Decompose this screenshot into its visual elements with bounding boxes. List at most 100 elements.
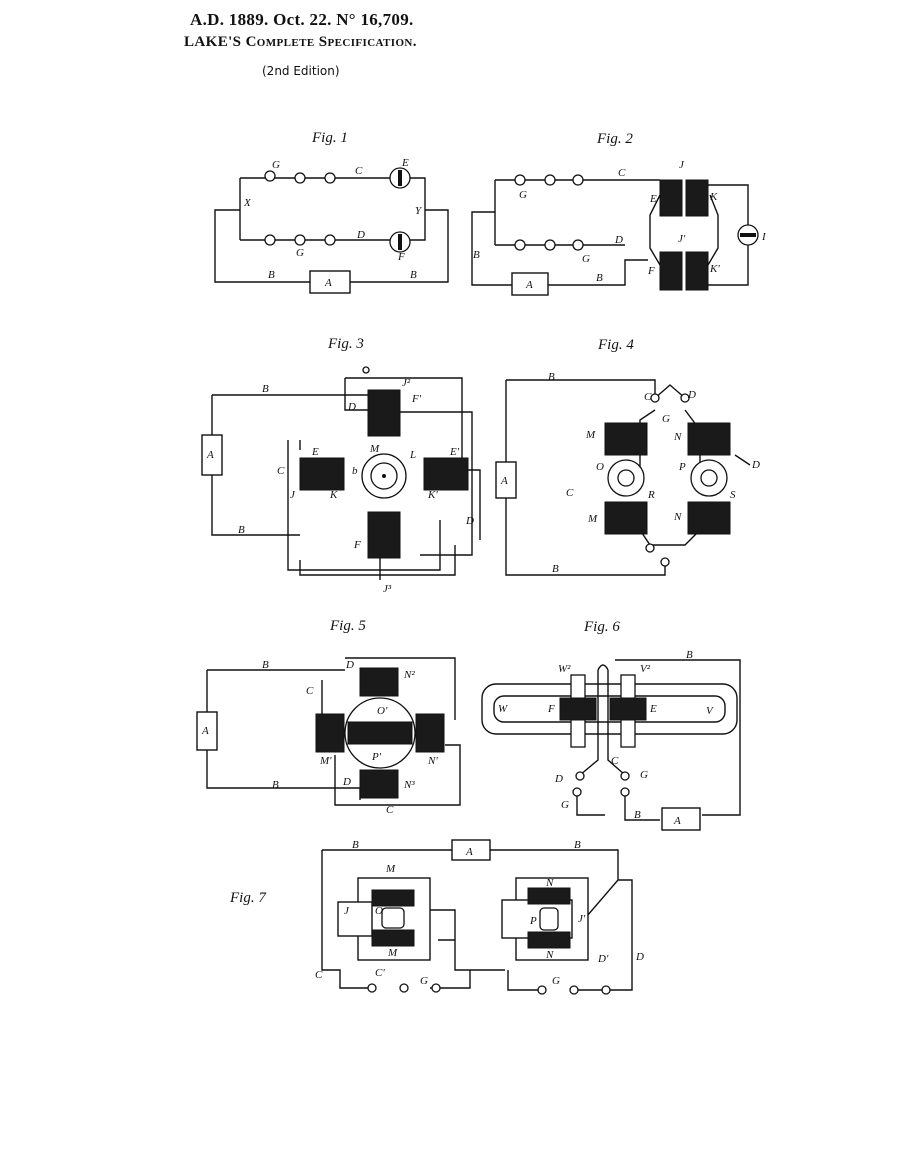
fig6-terminal — [620, 771, 630, 781]
fig4-label-M-bottom: M — [587, 513, 598, 525]
fig3-generator-A — [201, 434, 223, 476]
fig2-lamp — [544, 174, 556, 186]
fig6-label-F: F — [547, 703, 555, 715]
fig4-coil-N-bottom — [687, 501, 731, 535]
fig6-label-A: A — [673, 815, 681, 827]
fig2-label-E: E — [649, 193, 657, 205]
fig5-coil-N3 — [359, 769, 399, 799]
fig5-label-O1: O' — [377, 705, 388, 717]
fig6-label-W2: W² — [558, 663, 571, 675]
fig1-label-X: X — [243, 197, 252, 209]
fig2-label-G: G — [519, 189, 527, 201]
figure-6: Fig. 6 W² V² B W F E V C D G G B A — [481, 619, 741, 831]
fig1-arc-lamp-carbon — [398, 234, 402, 250]
fig2-label-K1: K' — [709, 263, 720, 275]
fig3-label-C: C — [277, 465, 285, 477]
fig2-coil-K — [685, 179, 709, 217]
fig2-lamp — [514, 174, 526, 186]
fig7-lamp — [399, 983, 409, 993]
fig6-label-W: W — [498, 703, 508, 715]
fig1-lamp — [324, 234, 336, 246]
fig3-coil-F1 — [367, 389, 401, 437]
fig4-label-G: G — [662, 413, 670, 425]
fig6-circuit-wire — [576, 659, 741, 821]
fig2-label-A: A — [525, 279, 533, 291]
fig4-label-B-bottom: B — [552, 563, 559, 575]
figure-7: Fig. 7 B A B M N J O P J' M N D' D C C' … — [229, 839, 644, 995]
fig1-lamp — [324, 172, 336, 184]
fig7-coil-N-bottom — [527, 931, 571, 949]
fig4-label-O: O — [596, 461, 604, 473]
fig5-label-P1: P' — [371, 751, 382, 763]
fig6-label-B: B — [686, 649, 693, 661]
fig2-coil-F — [659, 251, 683, 291]
fig5-label-D-top: D — [345, 659, 354, 671]
fig2-label-B-bottom: B — [596, 272, 603, 284]
fig6-coil-F — [559, 697, 597, 721]
fig3-label-E: E — [311, 446, 319, 458]
fig3-label-J2: J² — [402, 377, 411, 389]
fig1-label-D: D — [356, 229, 365, 241]
fig7-lamp — [537, 985, 547, 995]
fig2-label-C: C — [618, 167, 626, 179]
fig6-label-D: D — [554, 773, 563, 785]
fig5-label-N3: N³ — [403, 779, 415, 791]
fig6-label-E: E — [649, 703, 657, 715]
fig1-label-B-right: B — [410, 269, 417, 281]
fig3-shaft — [382, 474, 386, 478]
fig1-label-F: F — [397, 251, 405, 263]
fig7-label-G-left: G — [420, 975, 428, 987]
fig6-label-B-bottom: B — [634, 809, 641, 821]
fig5-label-A: A — [201, 725, 209, 737]
fig7-lamp — [569, 985, 579, 995]
fig7-label-O: O — [375, 905, 383, 917]
fig3-label-E1: E' — [449, 446, 460, 458]
fig1-label-B-left: B — [268, 269, 275, 281]
fig1-lamp — [264, 170, 276, 182]
fig1-label-Y: Y — [415, 205, 423, 217]
figure-4-caption: Fig. 4 — [597, 337, 634, 353]
fig4-coil-M-top — [604, 422, 648, 456]
fig3-coil-E — [299, 457, 345, 491]
fig7-coil-N-top — [527, 887, 571, 905]
fig3-label-J: J — [290, 489, 296, 501]
fig4-label-A: A — [500, 475, 508, 487]
fig6-terminal — [572, 787, 582, 797]
fig1-circuit-wire — [214, 177, 449, 283]
fig6-label-G-left: G — [561, 799, 569, 811]
fig6-terminal — [620, 787, 630, 797]
inventor-name: LAKE'S — [184, 34, 242, 50]
fig7-armature-P — [539, 907, 559, 931]
fig5-coil-M1 — [315, 713, 345, 753]
fig1-arc-lamp-carbon — [398, 170, 402, 186]
fig7-lamp — [601, 985, 611, 995]
fig3-label-J3: J³ — [383, 583, 392, 595]
fig3-label-F1: F' — [411, 393, 422, 405]
fig7-lamp — [367, 983, 377, 993]
fig5-label-B-bottom: B — [272, 779, 279, 791]
fig4-label-R: R — [647, 489, 655, 501]
figure-2: Fig. 2 J C G E K I J' D G B B A F K' — [471, 131, 767, 296]
fig3-label-D: D — [465, 515, 474, 527]
fig7-lamp — [431, 983, 441, 993]
figure-3-caption: Fig. 3 — [327, 336, 364, 352]
fig7-label-J1: J' — [578, 913, 586, 925]
fig2-label-G-bottom: G — [582, 253, 590, 265]
fig7-label-D: D — [635, 951, 644, 963]
fig7-label-C1: C' — [375, 967, 385, 979]
fig2-lamp — [572, 174, 584, 186]
fig7-box-J — [337, 901, 373, 937]
fig7-label-B-right: B — [574, 839, 581, 851]
fig2-label-J: J — [679, 159, 685, 171]
fig7-label-D1: D' — [597, 953, 609, 965]
fig3-circuit-wire — [211, 377, 481, 580]
fig7-armature-O — [381, 907, 405, 929]
fig4-terminal — [645, 543, 655, 553]
figure-7-caption: Fig. 7 — [229, 890, 267, 906]
fig4-label-C-top: C — [644, 391, 652, 403]
fig6-label-V: V — [706, 705, 714, 717]
fig7-label-G-right: G — [552, 975, 560, 987]
fig5-label-C: C — [306, 685, 314, 697]
fig3-label-F: F — [353, 539, 361, 551]
fig4-terminal — [650, 393, 660, 403]
